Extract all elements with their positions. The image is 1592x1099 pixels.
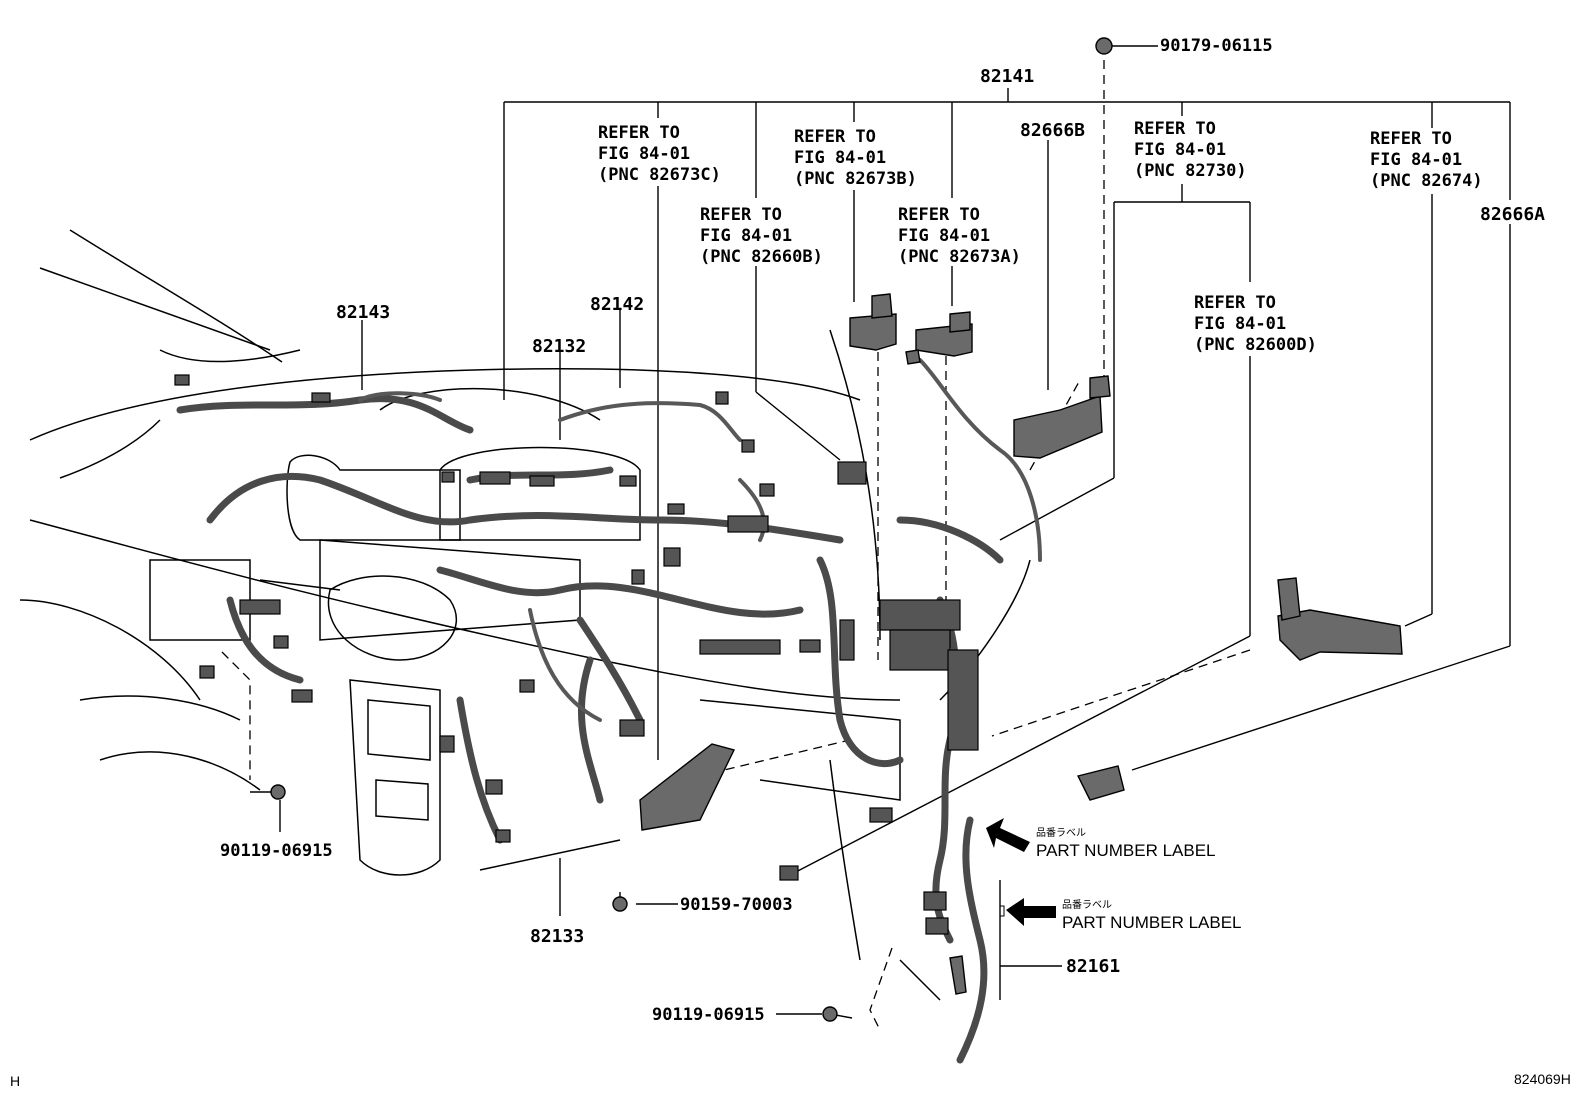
refer-note-82674: REFER TO FIG 84-01 (PNC 82674): [1370, 129, 1483, 191]
svg-text:(PNC 82673A): (PNC 82673A): [898, 247, 1021, 267]
label-90159-70003: 90159-70003: [680, 895, 793, 915]
label-82142: 82142: [590, 294, 644, 315]
svg-text:(PNC 82674): (PNC 82674): [1370, 171, 1483, 191]
svg-text:REFER TO: REFER TO: [700, 205, 782, 225]
label-82143: 82143: [336, 302, 390, 323]
part-number-label-notes: 品番ラベル PART NUMBER LABEL 品番ラベル PART NUMBE…: [1036, 827, 1242, 932]
label-90119-06915-a: 90119-06915: [220, 841, 333, 861]
svg-text:(PNC 82600D): (PNC 82600D): [1194, 335, 1317, 355]
label-90179-06115: 90179-06115: [1160, 36, 1273, 56]
label-82666A: 82666A: [1480, 204, 1545, 225]
svg-text:(PNC 82730): (PNC 82730): [1134, 161, 1247, 181]
part-number-label-b: PART NUMBER LABEL: [1062, 913, 1242, 932]
leader-lines-82141: [279, 45, 1511, 1015]
referenced-parts: [639, 293, 1403, 995]
svg-text:FIG 84-01: FIG 84-01: [898, 226, 990, 246]
svg-text:(PNC 82660B): (PNC 82660B): [700, 247, 823, 267]
part-number-label-jp-b: 品番ラベル: [1062, 899, 1112, 911]
svg-text:REFER TO: REFER TO: [1370, 129, 1452, 149]
fasteners: [250, 37, 1113, 1022]
svg-text:(PNC 82673B): (PNC 82673B): [794, 169, 917, 189]
refer-note-82673B: REFER TO FIG 84-01 (PNC 82673B): [794, 127, 917, 189]
svg-text:REFER TO: REFER TO: [794, 127, 876, 147]
label-82141: 82141: [980, 66, 1034, 87]
label-arrows: [986, 818, 1056, 926]
refer-note-82600D: REFER TO FIG 84-01 (PNC 82600D): [1194, 293, 1317, 355]
harness-main: [176, 358, 1042, 1064]
part-number-label-a: PART NUMBER LABEL: [1036, 841, 1216, 860]
refer-note-82673C: REFER TO FIG 84-01 (PNC 82673C): [598, 123, 721, 185]
svg-text:REFER TO: REFER TO: [898, 205, 980, 225]
label-82133: 82133: [530, 926, 584, 947]
refer-note-82730: REFER TO FIG 84-01 (PNC 82730): [1134, 119, 1247, 181]
harness-connectors: [174, 374, 979, 935]
dashboard-outline: [19, 229, 1031, 1001]
svg-text:FIG 84-01: FIG 84-01: [1134, 140, 1226, 160]
corner-codes: H 824069H: [10, 1071, 1571, 1089]
svg-text:REFER TO: REFER TO: [1134, 119, 1216, 139]
svg-text:(PNC 82673C): (PNC 82673C): [598, 165, 721, 185]
figure-code: 824069H: [1514, 1071, 1571, 1087]
refer-note-82673A: REFER TO FIG 84-01 (PNC 82673A): [898, 205, 1021, 267]
svg-text:FIG 84-01: FIG 84-01: [598, 144, 690, 164]
svg-text:REFER TO: REFER TO: [1194, 293, 1276, 313]
part-number-label-jp-a: 品番ラベル: [1036, 827, 1086, 839]
part-labels: 82141 90179-06115 82666B 82666A 82143 82…: [220, 36, 1545, 1025]
label-82666B: 82666B: [1020, 120, 1085, 141]
corner-left-code: H: [10, 1073, 20, 1089]
svg-text:FIG 84-01: FIG 84-01: [700, 226, 792, 246]
refer-notes: REFER TO FIG 84-01 (PNC 82673C) REFER TO…: [598, 119, 1483, 355]
svg-text:FIG 84-01: FIG 84-01: [1194, 314, 1286, 334]
label-82161: 82161: [1066, 956, 1120, 977]
label-90119-06915-b: 90119-06915: [652, 1005, 765, 1025]
svg-text:FIG 84-01: FIG 84-01: [794, 148, 886, 168]
label-82132: 82132: [532, 336, 586, 357]
arrow-icon: [986, 818, 1030, 852]
refer-note-82660B: REFER TO FIG 84-01 (PNC 82660B): [700, 205, 823, 267]
svg-text:FIG 84-01: FIG 84-01: [1370, 150, 1462, 170]
svg-text:REFER TO: REFER TO: [598, 123, 680, 143]
arrow-icon: [1006, 898, 1056, 926]
